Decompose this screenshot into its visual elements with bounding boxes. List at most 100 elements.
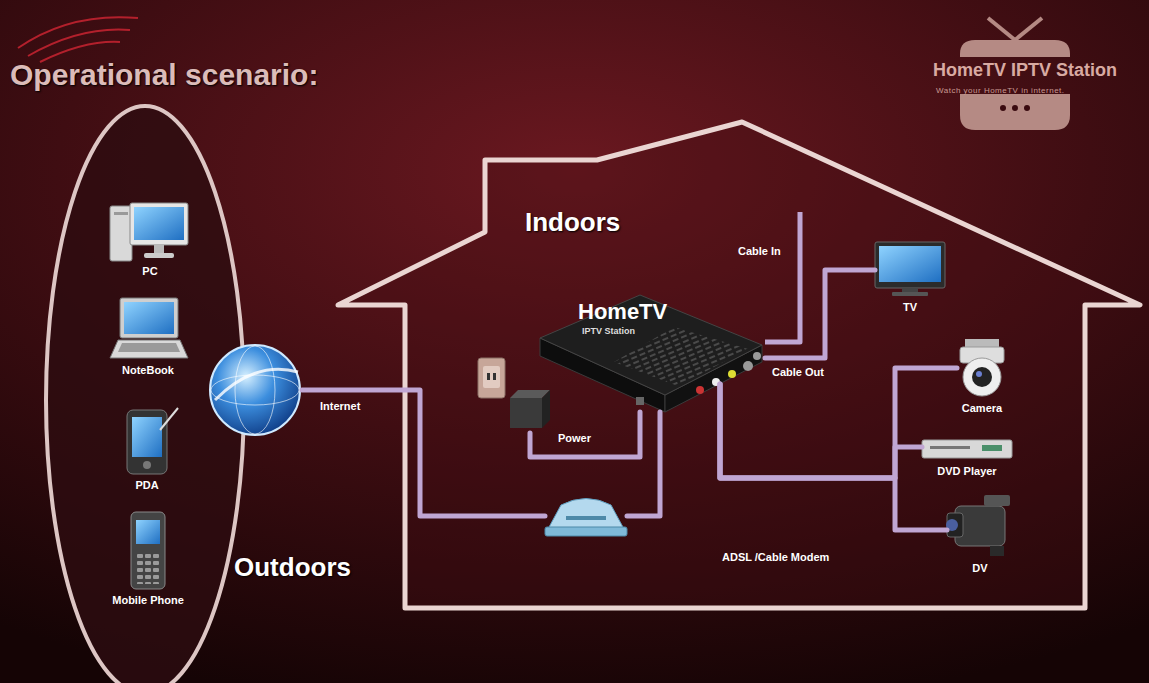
- tv-bottom: [960, 94, 1070, 130]
- node-label: Indoors: [525, 208, 620, 238]
- dv-node: DV: [947, 492, 1013, 577]
- adapter-side: [542, 390, 550, 428]
- tv-node: TV: [875, 240, 945, 316]
- outdoors-region: OutdoorsPCNoteBookPDAMobile Phone: [43, 103, 247, 683]
- lid: [120, 298, 178, 338]
- phone-node: Mobile Phone: [109, 510, 187, 609]
- tv-top: [960, 40, 1070, 57]
- mount: [965, 339, 999, 347]
- cable-connector: [530, 412, 640, 457]
- modem-body: [548, 499, 624, 530]
- node-label: Outdoors: [234, 553, 351, 583]
- screen: [879, 246, 941, 282]
- node-label: Power: [558, 432, 591, 445]
- antenna: [1015, 18, 1042, 40]
- swoosh: [215, 369, 298, 400]
- indoors-house: IndoorsHomeTVIPTV StationPowerADSL /Cabl…: [335, 120, 1145, 612]
- meridian: [235, 346, 275, 434]
- logo-slogan: Watch your HomeTV in internet.: [936, 86, 1065, 95]
- dome: [963, 358, 1001, 396]
- modem-lights: [566, 516, 606, 520]
- stand: [902, 288, 918, 292]
- pc-icon: [110, 203, 188, 261]
- cable-connector: [720, 368, 957, 478]
- globe: [210, 345, 300, 435]
- socket-face: [483, 366, 500, 388]
- base: [144, 253, 174, 258]
- dvd-node: DVD Player: [922, 432, 1012, 480]
- iptv-station-box: HomeTVIPTV Station: [540, 292, 765, 412]
- disc-slot: [930, 446, 970, 449]
- dot: [1000, 105, 1006, 111]
- camera-icon: [960, 339, 1004, 396]
- pc-tower: [110, 206, 132, 261]
- adapter-front: [510, 398, 542, 428]
- screen: [136, 520, 160, 544]
- device-label: TV: [903, 301, 917, 314]
- phone-body: [131, 512, 165, 589]
- modem-base: [545, 527, 627, 536]
- device-label: NoteBook: [122, 364, 174, 377]
- house-outline: [335, 120, 1145, 612]
- pda-node: PDA: [119, 408, 175, 494]
- port: [743, 361, 753, 371]
- tv-icon: [875, 242, 945, 296]
- cable-connector: [765, 270, 875, 358]
- cable-label: Cable In: [738, 245, 781, 258]
- dvd-icon: [922, 440, 1012, 458]
- display: [982, 445, 1002, 451]
- globe-icon: [210, 345, 300, 435]
- modem-icon: [545, 499, 627, 537]
- keypad: [136, 552, 160, 584]
- dot: [1012, 105, 1018, 111]
- corner-swoosh: [18, 17, 138, 62]
- device-label: DVD Player: [937, 465, 996, 478]
- connector-label: Cable Out: [772, 366, 824, 379]
- cable-connector: [720, 384, 947, 530]
- keys: [118, 343, 180, 352]
- screen: [134, 207, 184, 240]
- camera-node: Camera: [957, 338, 1007, 417]
- logo-title: HomeTV IPTV Station: [933, 60, 1117, 81]
- power-jack: [636, 397, 644, 405]
- pc-node: PC: [110, 200, 190, 280]
- device-label: PDA: [135, 479, 158, 492]
- power-adapter: Power: [475, 355, 553, 433]
- node-label: HomeTV: [578, 299, 667, 324]
- dv-icon: [946, 495, 1010, 556]
- grip: [990, 546, 1004, 556]
- node-label: Internet: [320, 400, 360, 413]
- port: [753, 352, 761, 360]
- base: [892, 292, 928, 296]
- notebook-node: NoteBook: [108, 297, 188, 379]
- pda-body: [127, 410, 167, 474]
- stylus: [160, 408, 178, 430]
- viewfinder: [984, 495, 1010, 506]
- screen: [124, 302, 174, 334]
- page-title: Operational scenario:: [10, 58, 318, 93]
- iptv-box: [540, 295, 762, 412]
- hole: [493, 373, 496, 380]
- region-ellipse: [46, 106, 244, 683]
- cable-in-wire: [765, 212, 800, 342]
- wire: [765, 212, 800, 342]
- dvd-body: [922, 440, 1012, 458]
- drive-slot: [114, 212, 128, 215]
- notebook-icon: [110, 298, 188, 358]
- cable-connector: [720, 384, 922, 478]
- dv-lens-barrel: [947, 513, 963, 537]
- phone-icon: [131, 512, 165, 589]
- screen: [132, 417, 162, 457]
- wall-socket: [478, 358, 505, 398]
- cable-connector: [302, 390, 545, 516]
- port: [728, 370, 736, 378]
- device-label: DV: [972, 562, 987, 575]
- power-icon: [478, 358, 550, 428]
- monitor: [130, 203, 188, 245]
- device-label: Mobile Phone: [112, 594, 184, 607]
- hole: [487, 373, 490, 380]
- node-label: ADSL /Cable Modem: [722, 551, 829, 564]
- modem-node: ADSL /Cable Modem: [545, 495, 627, 537]
